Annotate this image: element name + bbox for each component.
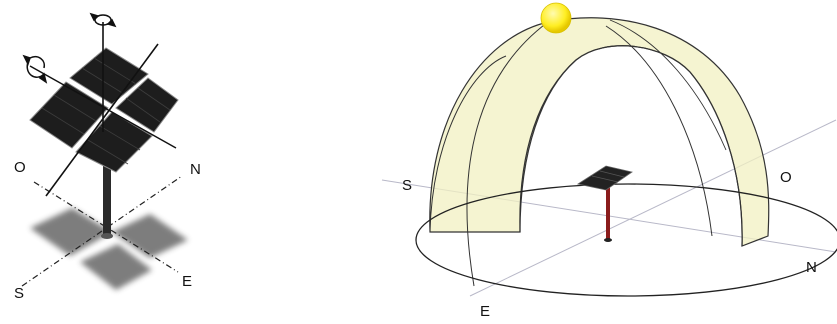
cross-axis bbox=[29, 65, 177, 149]
panel-shadow bbox=[30, 208, 188, 290]
tracker-panel bbox=[576, 165, 633, 191]
right-label-north: N bbox=[806, 259, 817, 276]
dome-meridian-1 bbox=[466, 21, 549, 287]
tracker-pole-base bbox=[604, 238, 612, 242]
axis-south-north bbox=[21, 175, 183, 287]
left-label-west: O bbox=[14, 159, 26, 176]
left-label-south: S bbox=[14, 285, 24, 302]
mast-base bbox=[101, 233, 113, 239]
right-label-south: S bbox=[402, 177, 412, 194]
right-label-west: O bbox=[780, 169, 792, 186]
sun-icon bbox=[540, 2, 572, 34]
axis-east-north bbox=[469, 119, 837, 297]
tracker-mast bbox=[103, 132, 111, 236]
sun-path-dome-figure: S O N E bbox=[381, 2, 837, 320]
axis-west-east bbox=[33, 181, 179, 273]
left-label-north: N bbox=[190, 161, 201, 178]
tilt-axis bbox=[45, 43, 159, 197]
left-label-east: E bbox=[182, 273, 192, 290]
vertical-rotation-arrow-icon bbox=[89, 12, 117, 28]
dome-meridian-4 bbox=[609, 19, 727, 151]
dome-meridian-2 bbox=[605, 25, 713, 237]
right-label-east: E bbox=[480, 303, 490, 320]
tilt-rotation-arrow-icon bbox=[22, 54, 48, 84]
dome-front-arch bbox=[519, 45, 743, 247]
dome-meridian-3 bbox=[429, 55, 507, 233]
solar-panels bbox=[29, 47, 179, 173]
dual-axis-tracker-figure: O N S E bbox=[14, 12, 201, 302]
horizon-ellipse bbox=[415, 183, 837, 297]
